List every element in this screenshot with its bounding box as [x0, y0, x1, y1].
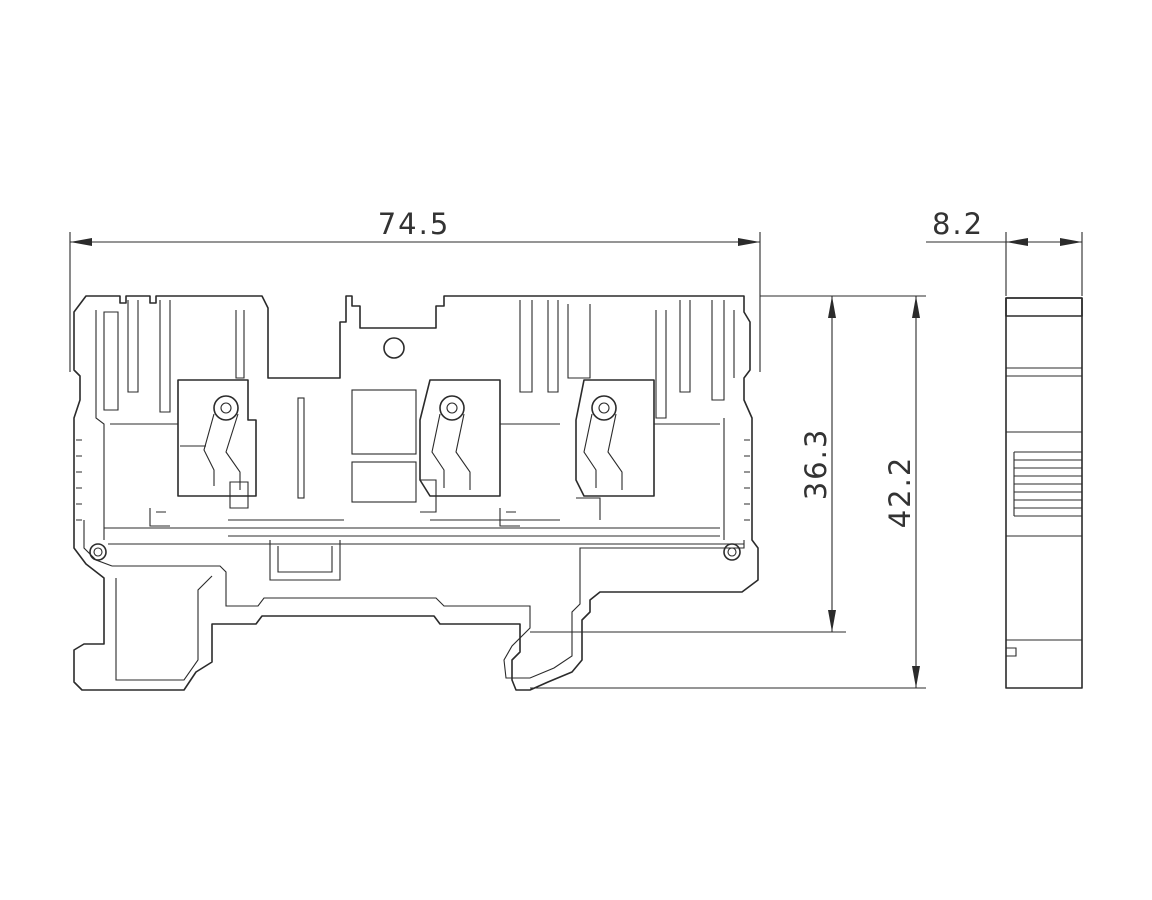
dimension-rail-height-label: 36.3	[799, 428, 833, 501]
side-view-top-cap	[1005, 297, 1083, 317]
rail-step	[269, 540, 341, 581]
dimension-width-label: 74.5	[378, 207, 451, 241]
front-view	[73, 295, 759, 691]
bus-bar	[104, 519, 720, 529]
clamp-pocket-3	[575, 379, 720, 497]
marker-slot	[297, 397, 305, 499]
dimension-width: 74.5	[69, 207, 761, 372]
bus-bar-tab-center	[420, 479, 437, 513]
bus-bar-tab-right2	[576, 497, 601, 520]
bus-bar-tab-right	[499, 508, 520, 527]
dimension-overall-height-label: 42.2	[883, 456, 917, 529]
center-window-top	[351, 389, 417, 455]
bus-bar-tab-left	[149, 508, 170, 527]
dimension-overall-height: 42.2	[530, 295, 926, 689]
center-window-bottom	[351, 461, 417, 503]
mounting-hole-left	[89, 543, 107, 561]
rail-step-inner	[277, 546, 333, 573]
mounting-hole-right	[723, 543, 741, 561]
side-view-outline	[1005, 297, 1083, 689]
dimension-module-width-label: 8.2	[932, 207, 984, 241]
left-wall-inner	[95, 310, 105, 540]
right-wall-ribs	[744, 439, 750, 521]
housing-inner-outline	[112, 540, 745, 679]
bus-bar-tab-mid	[229, 481, 249, 509]
right-wall-inner	[723, 310, 735, 540]
dimension-module-width: 8.2	[926, 207, 1083, 296]
clamp-pocket-1	[110, 379, 257, 497]
housing-inner-left	[83, 520, 113, 567]
rail-foot-left	[115, 575, 213, 681]
upper-slots	[103, 300, 725, 419]
side-view	[1005, 297, 1083, 689]
test-hole	[383, 337, 405, 359]
left-wall-ribs	[76, 439, 82, 521]
dimension-rail-height: 36.3	[530, 295, 846, 633]
clamp-pocket-2	[419, 379, 560, 497]
housing-outline	[73, 295, 759, 691]
side-view-grip	[1013, 451, 1082, 517]
